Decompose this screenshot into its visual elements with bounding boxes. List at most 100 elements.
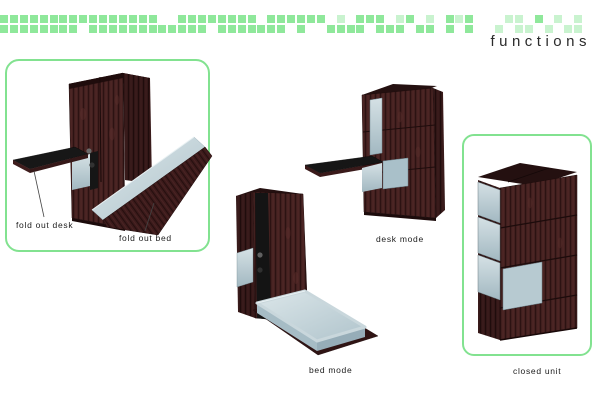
pattern-square [237,25,246,33]
pattern-square [148,25,157,33]
pattern-square [188,25,197,33]
open-unit-compartment [72,148,98,190]
pattern-square [0,25,8,33]
desk-mode-label: desk mode [376,234,424,244]
pattern-square [128,15,137,23]
pattern-square [247,25,256,33]
pattern-square [118,25,127,33]
pattern-square [9,15,18,23]
pattern-square [386,25,395,33]
pattern-square [425,15,434,23]
pattern-square [69,15,78,23]
pattern-square [405,15,414,23]
pattern-square [534,15,543,23]
pattern-square [217,25,226,33]
pattern-square [326,25,335,33]
bed-mode-figure [236,188,379,356]
pattern-square [178,25,187,33]
pattern-square [108,15,117,23]
pattern-square [267,25,276,33]
pattern-square [59,25,68,33]
pattern-square [554,15,563,23]
pattern-square [465,15,474,23]
pattern-square [49,15,58,23]
pattern-square [465,25,474,33]
pattern-square [257,25,266,33]
pattern-square [356,25,365,33]
open-unit-figure [12,72,213,236]
bed-mode-cabinet [236,188,309,323]
leader-line-desk [33,170,45,218]
pattern-square [69,25,78,33]
pattern-square [564,25,573,33]
pattern-square [89,25,98,33]
pattern-square [504,15,513,23]
pattern-square [108,25,117,33]
pattern-square [376,25,385,33]
pattern-square [267,15,276,23]
pattern-square [574,15,583,23]
desk-mode-figure [304,84,445,221]
pattern-square [247,15,256,23]
pattern-square [396,25,404,33]
pattern-square [237,15,246,23]
pattern-square [39,15,48,23]
pattern-square [306,15,315,23]
pattern-square [19,25,28,33]
pattern-square [138,15,147,23]
closed-unit-panel [462,134,592,356]
pattern-square [227,25,236,33]
pattern-square [277,25,286,33]
pattern-square [79,15,88,23]
pattern-square [9,25,18,33]
pattern-square [514,25,523,33]
pattern-square [118,15,127,23]
pattern-square [297,15,305,23]
desk-mode-compartment [362,163,382,192]
pattern-square [287,15,296,23]
pattern-square [445,25,454,33]
desk-mode-niche [369,97,383,156]
pattern-square [39,25,48,33]
fold-out-desk-label: fold out desk [16,220,74,230]
pattern-square [356,15,365,23]
bed-mode-mattress [255,289,367,351]
pattern-square [277,15,286,23]
pattern-square [495,25,503,33]
pattern-square [376,15,385,23]
pattern-square [138,25,147,33]
closed-unit-side-panels [477,181,501,301]
pattern-square [99,25,107,33]
pattern-square [188,15,197,23]
pattern-square [396,15,404,23]
pattern-square [89,15,98,23]
pattern-square [29,25,38,33]
pattern-square [524,25,533,33]
pattern-square [445,15,454,23]
closed-unit-front-panel [502,261,543,311]
pattern-square [316,15,325,23]
pattern-square [297,25,305,33]
pattern-square [128,25,137,33]
desk-mode-front-panel [382,157,409,190]
pattern-square [148,15,157,23]
pattern-square [178,15,187,23]
pattern-square [336,25,345,33]
pattern-square [0,15,8,23]
page-title: functions [490,33,591,50]
pattern-square [514,15,523,23]
pattern-square [415,25,424,33]
bed-mode-label: bed mode [309,365,353,375]
pattern-square [99,15,107,23]
fold-out-desk-surface [12,146,89,173]
pattern-square [158,25,167,33]
leader-line-bed [144,202,155,232]
pattern-square [366,15,375,23]
pattern-square [49,25,58,33]
pattern-square [425,25,434,33]
fold-out-bed-label: fold out bed [119,233,172,243]
pattern-square [168,25,177,33]
pattern-square [207,15,216,23]
closed-unit-figure [477,163,578,341]
